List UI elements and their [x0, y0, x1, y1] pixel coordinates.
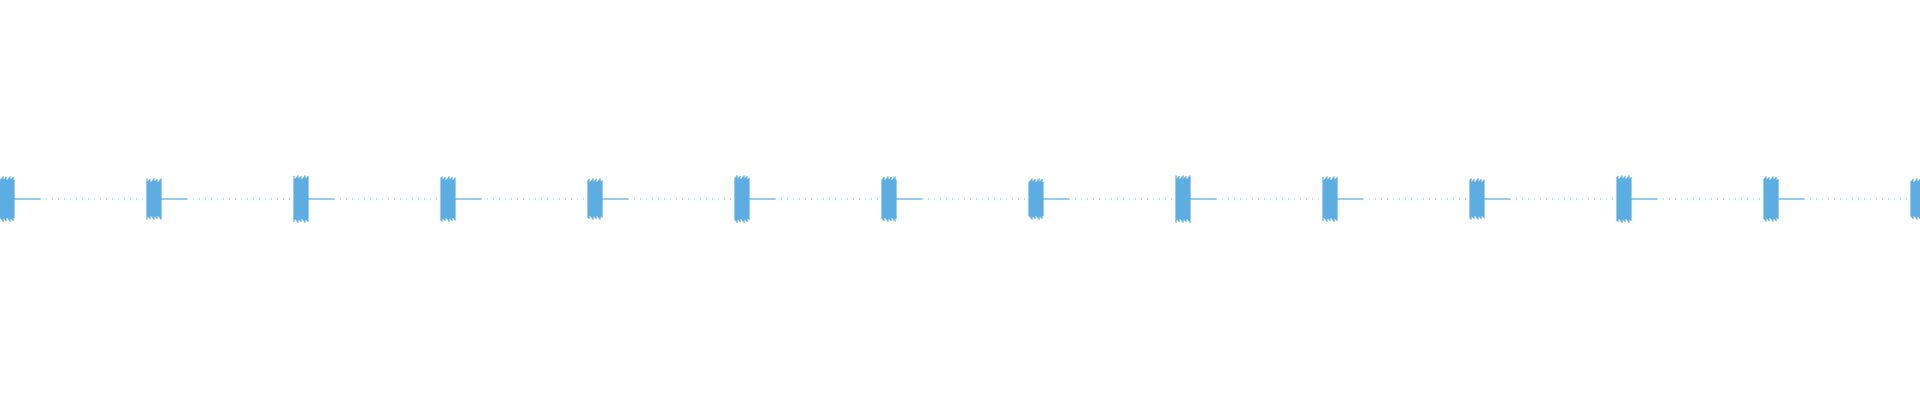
waveform-burst — [587, 178, 603, 220]
waveform-burst — [1469, 178, 1485, 220]
waveform-burst — [293, 175, 309, 223]
waveform-bursts — [0, 175, 1920, 223]
waveform-burst — [1322, 176, 1338, 222]
waveform-burst — [0, 176, 15, 222]
waveform-burst — [1763, 176, 1779, 222]
waveform-burst — [1616, 175, 1632, 223]
waveform-burst — [734, 175, 750, 223]
waveform-burst — [146, 178, 162, 220]
waveform-burst — [1910, 178, 1920, 220]
waveform-burst — [1028, 178, 1044, 220]
waveform-burst — [440, 176, 456, 222]
waveform-burst — [1175, 175, 1191, 223]
waveform-burst — [881, 176, 897, 222]
